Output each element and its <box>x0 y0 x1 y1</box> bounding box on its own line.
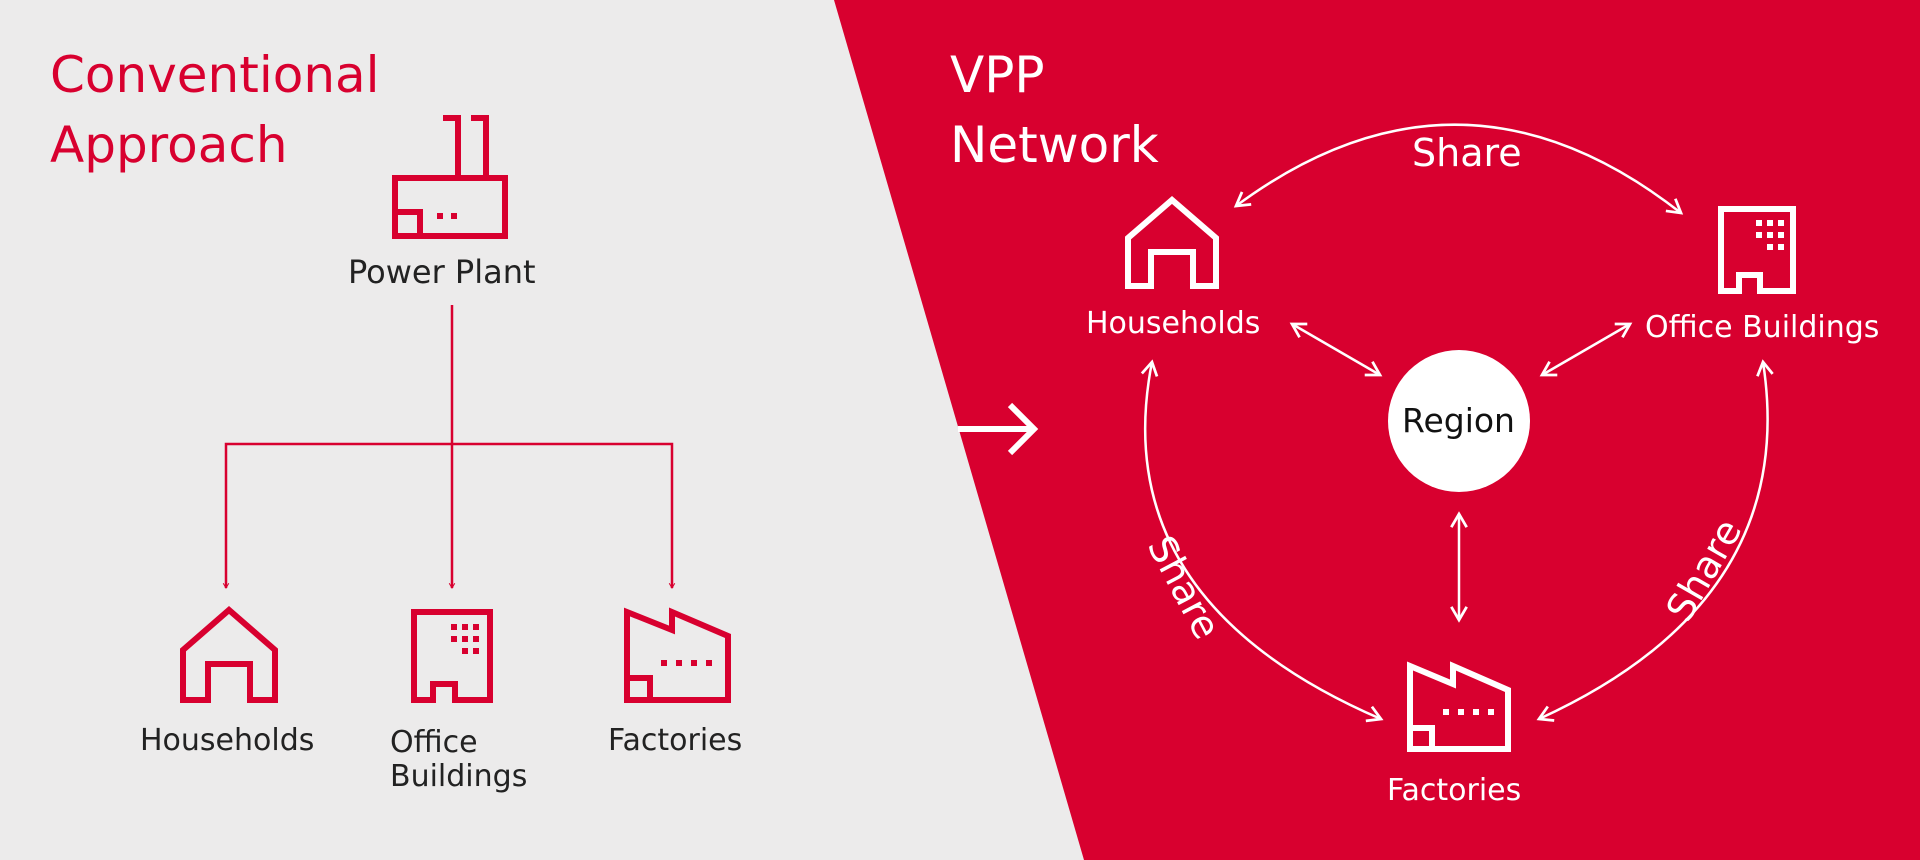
power-plant-icon <box>392 115 508 239</box>
region-label: Region <box>1402 401 1515 440</box>
share-arcs <box>1140 123 1774 723</box>
vpp-title: VPP Network <box>950 40 1159 180</box>
share-arc-left <box>1140 359 1384 723</box>
distribution-lines <box>222 305 676 589</box>
factory-icon <box>624 607 731 703</box>
share-arc-top <box>1233 123 1684 215</box>
households-label: Households <box>140 723 315 758</box>
house-icon <box>1125 196 1219 289</box>
vpp-office-buildings-label: Office Buildings <box>1645 310 1880 345</box>
region-node <box>1388 350 1530 492</box>
factory-icon <box>1407 661 1511 752</box>
office-buildings-label-line2: Buildings <box>390 759 528 794</box>
share-arc-right <box>1536 359 1774 722</box>
share-label-top: Share <box>1412 131 1522 175</box>
office-buildings-label: Office Buildings <box>390 726 527 794</box>
vpp-factories-label: Factories <box>1387 773 1522 808</box>
office-building-icon <box>1718 206 1796 294</box>
factories-label: Factories <box>608 723 743 758</box>
office-building-icon <box>411 609 493 703</box>
conventional-title-line2: Approach <box>50 116 288 174</box>
vpp-households-label: Households <box>1086 306 1261 341</box>
house-icon <box>180 606 278 703</box>
vpp-title-line2: Network <box>950 116 1159 174</box>
region-connectors <box>1289 322 1633 623</box>
power-plant-label: Power Plant <box>348 253 536 291</box>
vpp-title-line1: VPP <box>950 46 1045 104</box>
arrow-right-icon <box>958 402 1039 456</box>
office-buildings-label-line1: Office <box>390 725 478 760</box>
conventional-title: Conventional Approach <box>50 40 380 180</box>
conventional-title-line1: Conventional <box>50 46 380 104</box>
